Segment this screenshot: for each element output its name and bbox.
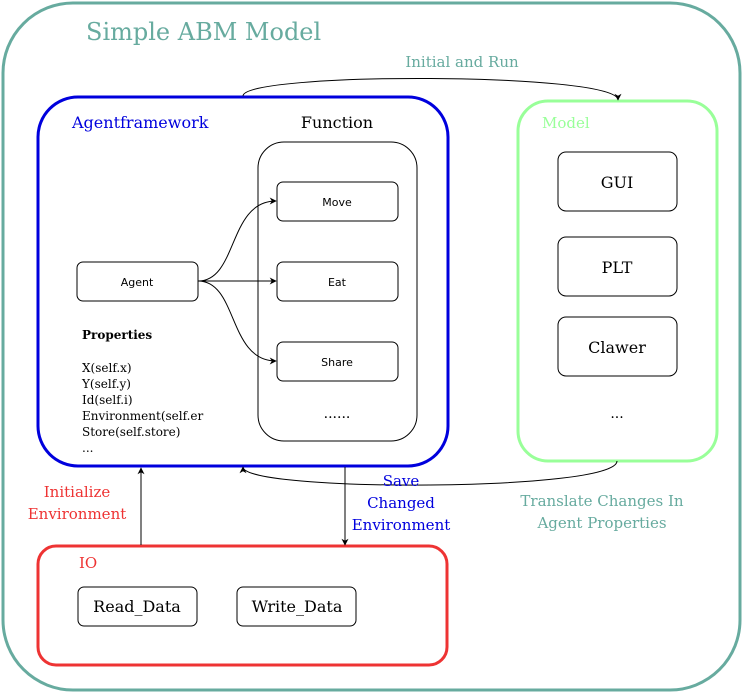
initial-and-run-arrow [242, 77, 622, 101]
properties-title: Properties [82, 328, 152, 342]
function-share-label: Share [321, 356, 353, 369]
agent-label: Agent [121, 276, 154, 289]
function-label: Function [301, 113, 373, 132]
property-item: Store(self.store) [82, 425, 180, 439]
io-read-data-label: Read_Data [93, 597, 181, 616]
save-changed-environment-label-line3: Environment [352, 516, 451, 534]
agentframework-label: Agentframework [71, 113, 209, 132]
property-item: Y(self.y) [81, 377, 131, 391]
model-plt-label: PLT [602, 258, 633, 277]
model-gui-box [557, 151, 678, 212]
function-eat-box [276, 261, 399, 302]
translate-changes-label-line2: Agent Properties [536, 514, 666, 532]
model-label: Model [542, 114, 590, 132]
property-item: X(self.x) [82, 361, 132, 375]
translate-changes-arrow [239, 460, 618, 486]
io-read-data-box [77, 586, 198, 627]
model-plt-box [557, 236, 678, 297]
function-more-label: ...... [324, 406, 351, 422]
io-label: IO [79, 554, 97, 572]
model-more-label: ... [610, 406, 623, 422]
save-changed-environment-label-line2: Changed [367, 494, 435, 512]
diagram-title: Simple ABM Model [86, 18, 321, 46]
property-item: Id(self.i) [82, 393, 133, 407]
model-clawer-label: Clawer [588, 338, 646, 357]
io-write-data-label: Write_Data [252, 597, 343, 616]
model-clawer-box [557, 316, 678, 377]
initialize-environment-label-line2: Environment [28, 505, 127, 523]
save-changed-environment-label-line1: Save [383, 472, 420, 490]
property-item: Environment(self.er [82, 409, 204, 423]
agent-to-share-arrow [197, 280, 277, 365]
translate-changes-label-line1: Translate Changes In [520, 492, 684, 510]
initialize-environment-label-line1: Initialize [44, 483, 111, 501]
property-item: ... [82, 441, 93, 455]
function-move-box [276, 181, 399, 222]
agent-to-move-arrow [197, 197, 277, 282]
model-gui-label: GUI [601, 173, 634, 192]
function-eat-label: Eat [328, 276, 347, 289]
io-write-data-box [236, 586, 357, 627]
initial-and-run-label: Initial and Run [405, 53, 519, 71]
function-move-label: Move [322, 196, 352, 209]
function-share-box [276, 341, 399, 382]
